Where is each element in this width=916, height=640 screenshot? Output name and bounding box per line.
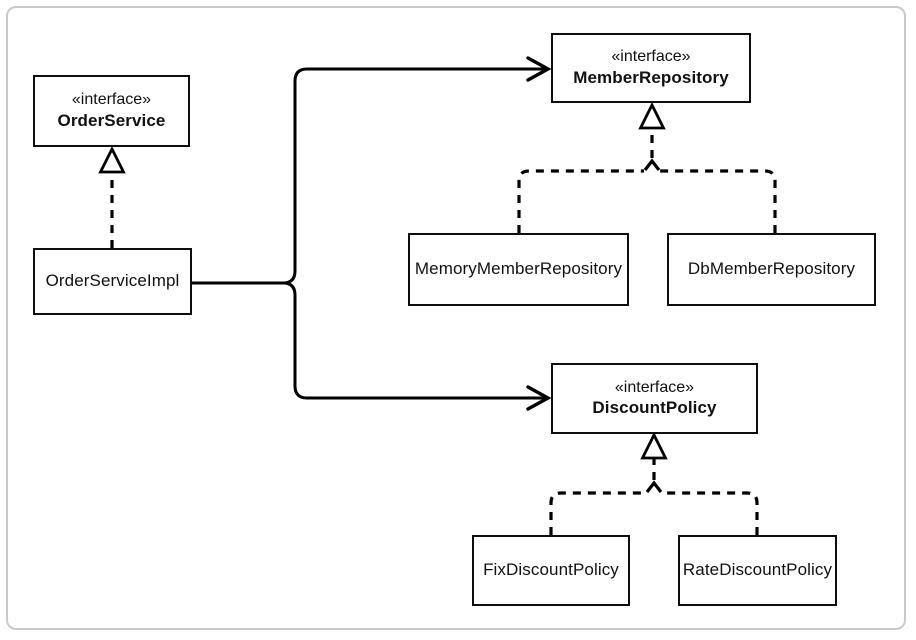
class-name-label: FixDiscountPolicy — [483, 560, 619, 580]
class-name-label: DbMemberRepository — [687, 259, 856, 279]
uml-node-rate-discount-policy: RateDiscountPolicy — [678, 535, 837, 606]
uml-node-order-service: «interface» OrderService — [33, 75, 190, 147]
uml-node-member-repository: «interface» MemberRepository — [551, 33, 751, 103]
class-name-label: OrderServiceImpl — [45, 271, 180, 291]
uml-node-fix-discount-policy: FixDiscountPolicy — [472, 535, 630, 606]
uml-node-discount-policy: «interface» DiscountPolicy — [551, 363, 758, 434]
realization-line-db-member-repository — [660, 169, 777, 233]
stereotype-label: «interface» — [611, 48, 691, 66]
stereotype-label: «interface» — [71, 91, 152, 109]
class-name-label: RateDiscountPolicy — [682, 560, 833, 580]
dependency-line-discount-policy — [192, 281, 546, 400]
realization-merge-caret-member-repository-icon — [643, 158, 661, 171]
uml-node-memory-member-repository: MemoryMemberRepository — [408, 233, 629, 306]
open-arrowhead-member-repository-icon — [526, 56, 552, 82]
uml-node-order-service-impl: OrderServiceImpl — [33, 248, 192, 315]
hollow-triangle-order-service-icon — [98, 145, 126, 174]
class-name-label: MemoryMemberRepository — [414, 259, 623, 279]
class-name-label: MemberRepository — [573, 67, 729, 87]
realization-merge-caret-discount-policy-icon — [645, 480, 663, 493]
realization-line-fix-discount-policy — [549, 491, 646, 535]
realization-line-rate-discount-policy — [662, 491, 759, 535]
hollow-triangle-discount-policy-icon — [640, 431, 668, 460]
open-arrowhead-discount-policy-icon — [526, 385, 552, 411]
uml-node-db-member-repository: DbMemberRepository — [667, 233, 876, 306]
hollow-triangle-member-repository-icon — [638, 101, 666, 130]
class-name-label: DiscountPolicy — [592, 398, 717, 418]
stereotype-label: «interface» — [614, 378, 695, 396]
class-name-label: OrderService — [57, 110, 166, 130]
realization-line-memory-member-repository — [517, 169, 644, 233]
